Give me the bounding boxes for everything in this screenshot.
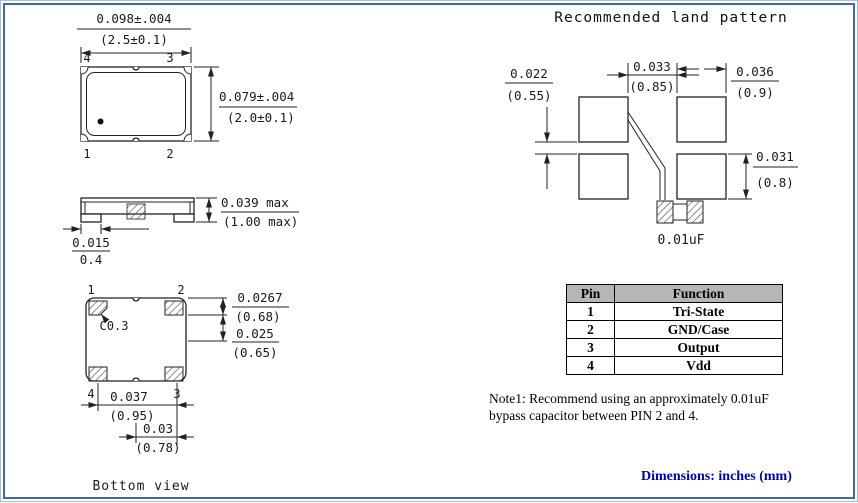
bottom-view-pin1-label: 1	[87, 283, 94, 297]
pad-width-dimension-lines	[63, 224, 149, 234]
bottom-view-pin4-label: 4	[87, 387, 94, 401]
top-view-pin2-label: 2	[166, 147, 173, 161]
side-view-pad-inches: 0.015	[72, 235, 110, 250]
top-view-pin4-label: 4	[83, 51, 90, 65]
bottom-dim-c-inches: 0.037	[110, 389, 148, 404]
top-view: 0.098±.004 (2.5±0.1) 4 3 1 2	[77, 11, 297, 161]
trace-line	[627, 119, 661, 172]
bottom-dim-d-inches: 0.03	[143, 421, 173, 436]
top-view-width-mm: (2.5±0.1)	[100, 32, 168, 47]
pin-function: Tri-State	[614, 302, 783, 321]
trace-line	[627, 111, 666, 169]
side-view: 0.039 max (1.00 max) 0.015 0.4	[63, 195, 299, 267]
bottom-dim-b-mm: (0.65)	[232, 345, 277, 360]
side-view-height-inches: 0.039 max	[221, 195, 289, 210]
bottom-view: C0.3 1 2 4 3 0.0267 (0.68) 0.025 (0.65)	[81, 283, 289, 494]
land-pad-bottom-right	[676, 153, 727, 200]
bypass-capacitor	[627, 111, 704, 224]
top-height-dimension-lines	[194, 66, 219, 142]
bottom-edge-notch	[132, 377, 140, 382]
side-height-dimension-lines	[196, 197, 217, 223]
land-gap-h-mm: (0.55)	[506, 88, 551, 103]
land-pads	[578, 96, 727, 200]
pad-2	[164, 300, 184, 316]
top-view-height-inches: 0.079±.004	[219, 89, 294, 104]
dimensions-units-label: Dimensions: inches (mm)	[641, 469, 792, 484]
land-gap-v-inches: 0.033	[633, 59, 671, 74]
land-gap-v-mm: (0.85)	[629, 79, 674, 94]
side-profile-outline	[80, 197, 195, 223]
capacitor-terminal-left	[656, 200, 674, 224]
bottom-dimension-lines	[81, 383, 194, 445]
package-inner-outline	[86, 72, 186, 136]
land-pad-width-inches: 0.036	[736, 64, 774, 79]
land-pad-top-right	[676, 96, 727, 143]
top-edge-notch	[132, 297, 140, 302]
bottom-dim-b-inches: 0.025	[236, 326, 274, 341]
side-pad-right	[173, 213, 195, 223]
pad-4	[88, 366, 108, 382]
crystal-blank-hatched	[126, 203, 146, 220]
side-view-pad-mm: 0.4	[80, 252, 103, 267]
pin-function: GND/Case	[614, 320, 783, 339]
pin-function: Output	[614, 338, 783, 357]
capacitor-terminal-right	[686, 200, 704, 224]
bottom-edge-notch	[132, 137, 140, 142]
bottom-package-outline	[85, 297, 187, 382]
land-pad-height-inches: 0.031	[756, 149, 794, 164]
pad-1-chamfered	[88, 300, 108, 316]
side-view-height-mm: (1.00 max)	[223, 214, 298, 229]
top-view-pin3-label: 3	[166, 51, 173, 65]
pin-column-header: Pin	[566, 284, 615, 303]
pad-height-dimension	[728, 153, 752, 200]
land-pattern-title: Recommended land pattern	[554, 10, 788, 26]
side-pad-left	[80, 213, 102, 223]
pin1-indicator-dot	[97, 118, 104, 125]
land-gap-h-inches: 0.022	[510, 66, 548, 81]
pin-number: 3	[566, 338, 615, 357]
chamfer-leader-arrow	[100, 313, 110, 324]
bottom-view-label: Bottom view	[92, 479, 189, 494]
top-width-dimension-lines	[80, 47, 192, 63]
pin-function: Vdd	[614, 356, 783, 375]
pad-3	[164, 366, 184, 382]
land-pad-top-left	[578, 96, 629, 143]
package-outline	[80, 66, 192, 142]
note-line-1: Note1: Recommend using an approximately …	[489, 391, 769, 406]
top-view-width-inches: 0.098±.004	[96, 11, 171, 26]
pin-number: 2	[566, 320, 615, 339]
land-pattern-drawing: 0.033 (0.85) 0.036 (0.9) 0.022 (0.55) 0.…	[505, 59, 798, 248]
package-views-drawing: 0.098±.004 (2.5±0.1) 4 3 1 2	[63, 11, 299, 494]
top-edge-notch	[132, 66, 140, 71]
land-pad-bottom-left	[578, 153, 629, 200]
chamfer-label: C0.3	[100, 319, 129, 333]
function-column-header: Function	[614, 284, 783, 303]
pin-number: 1	[566, 302, 615, 321]
bottom-dim-d-mm: (0.78)	[135, 440, 180, 455]
land-pad-height-mm: (0.8)	[756, 175, 794, 190]
note-text: Note1: Recommend using an approximately …	[489, 390, 823, 424]
pin-function-table: Pin Function 1 Tri-State 2 GND/Case 3 Ou…	[566, 284, 783, 375]
table-header-row: Pin Function	[566, 284, 783, 303]
table-row: 2 GND/Case	[566, 320, 783, 339]
top-view-pin1-label: 1	[83, 147, 90, 161]
table-row: 4 Vdd	[566, 356, 783, 375]
right-side-dimension-lines	[188, 297, 227, 342]
capacitor-value-label: 0.01uF	[658, 233, 705, 248]
bottom-dim-c-mm: (0.95)	[109, 408, 154, 423]
land-pad-width-mm: (0.9)	[736, 85, 774, 100]
bottom-dim-a-inches: 0.0267	[237, 290, 282, 305]
table-row: 3 Output	[566, 338, 783, 357]
row-gap-dimension	[535, 107, 577, 189]
note-line-2: bypass capacitor between PIN 2 and 4.	[489, 408, 699, 423]
top-view-height-mm: (2.0±0.1)	[227, 110, 295, 125]
pad-gap-dimension	[607, 63, 699, 93]
bottom-dim-a-mm: (0.68)	[235, 309, 280, 324]
bottom-view-pin2-label: 2	[177, 283, 184, 297]
pad-width-dimension	[677, 63, 727, 93]
pin-number: 4	[566, 356, 615, 375]
table-row: 1 Tri-State	[566, 302, 783, 321]
